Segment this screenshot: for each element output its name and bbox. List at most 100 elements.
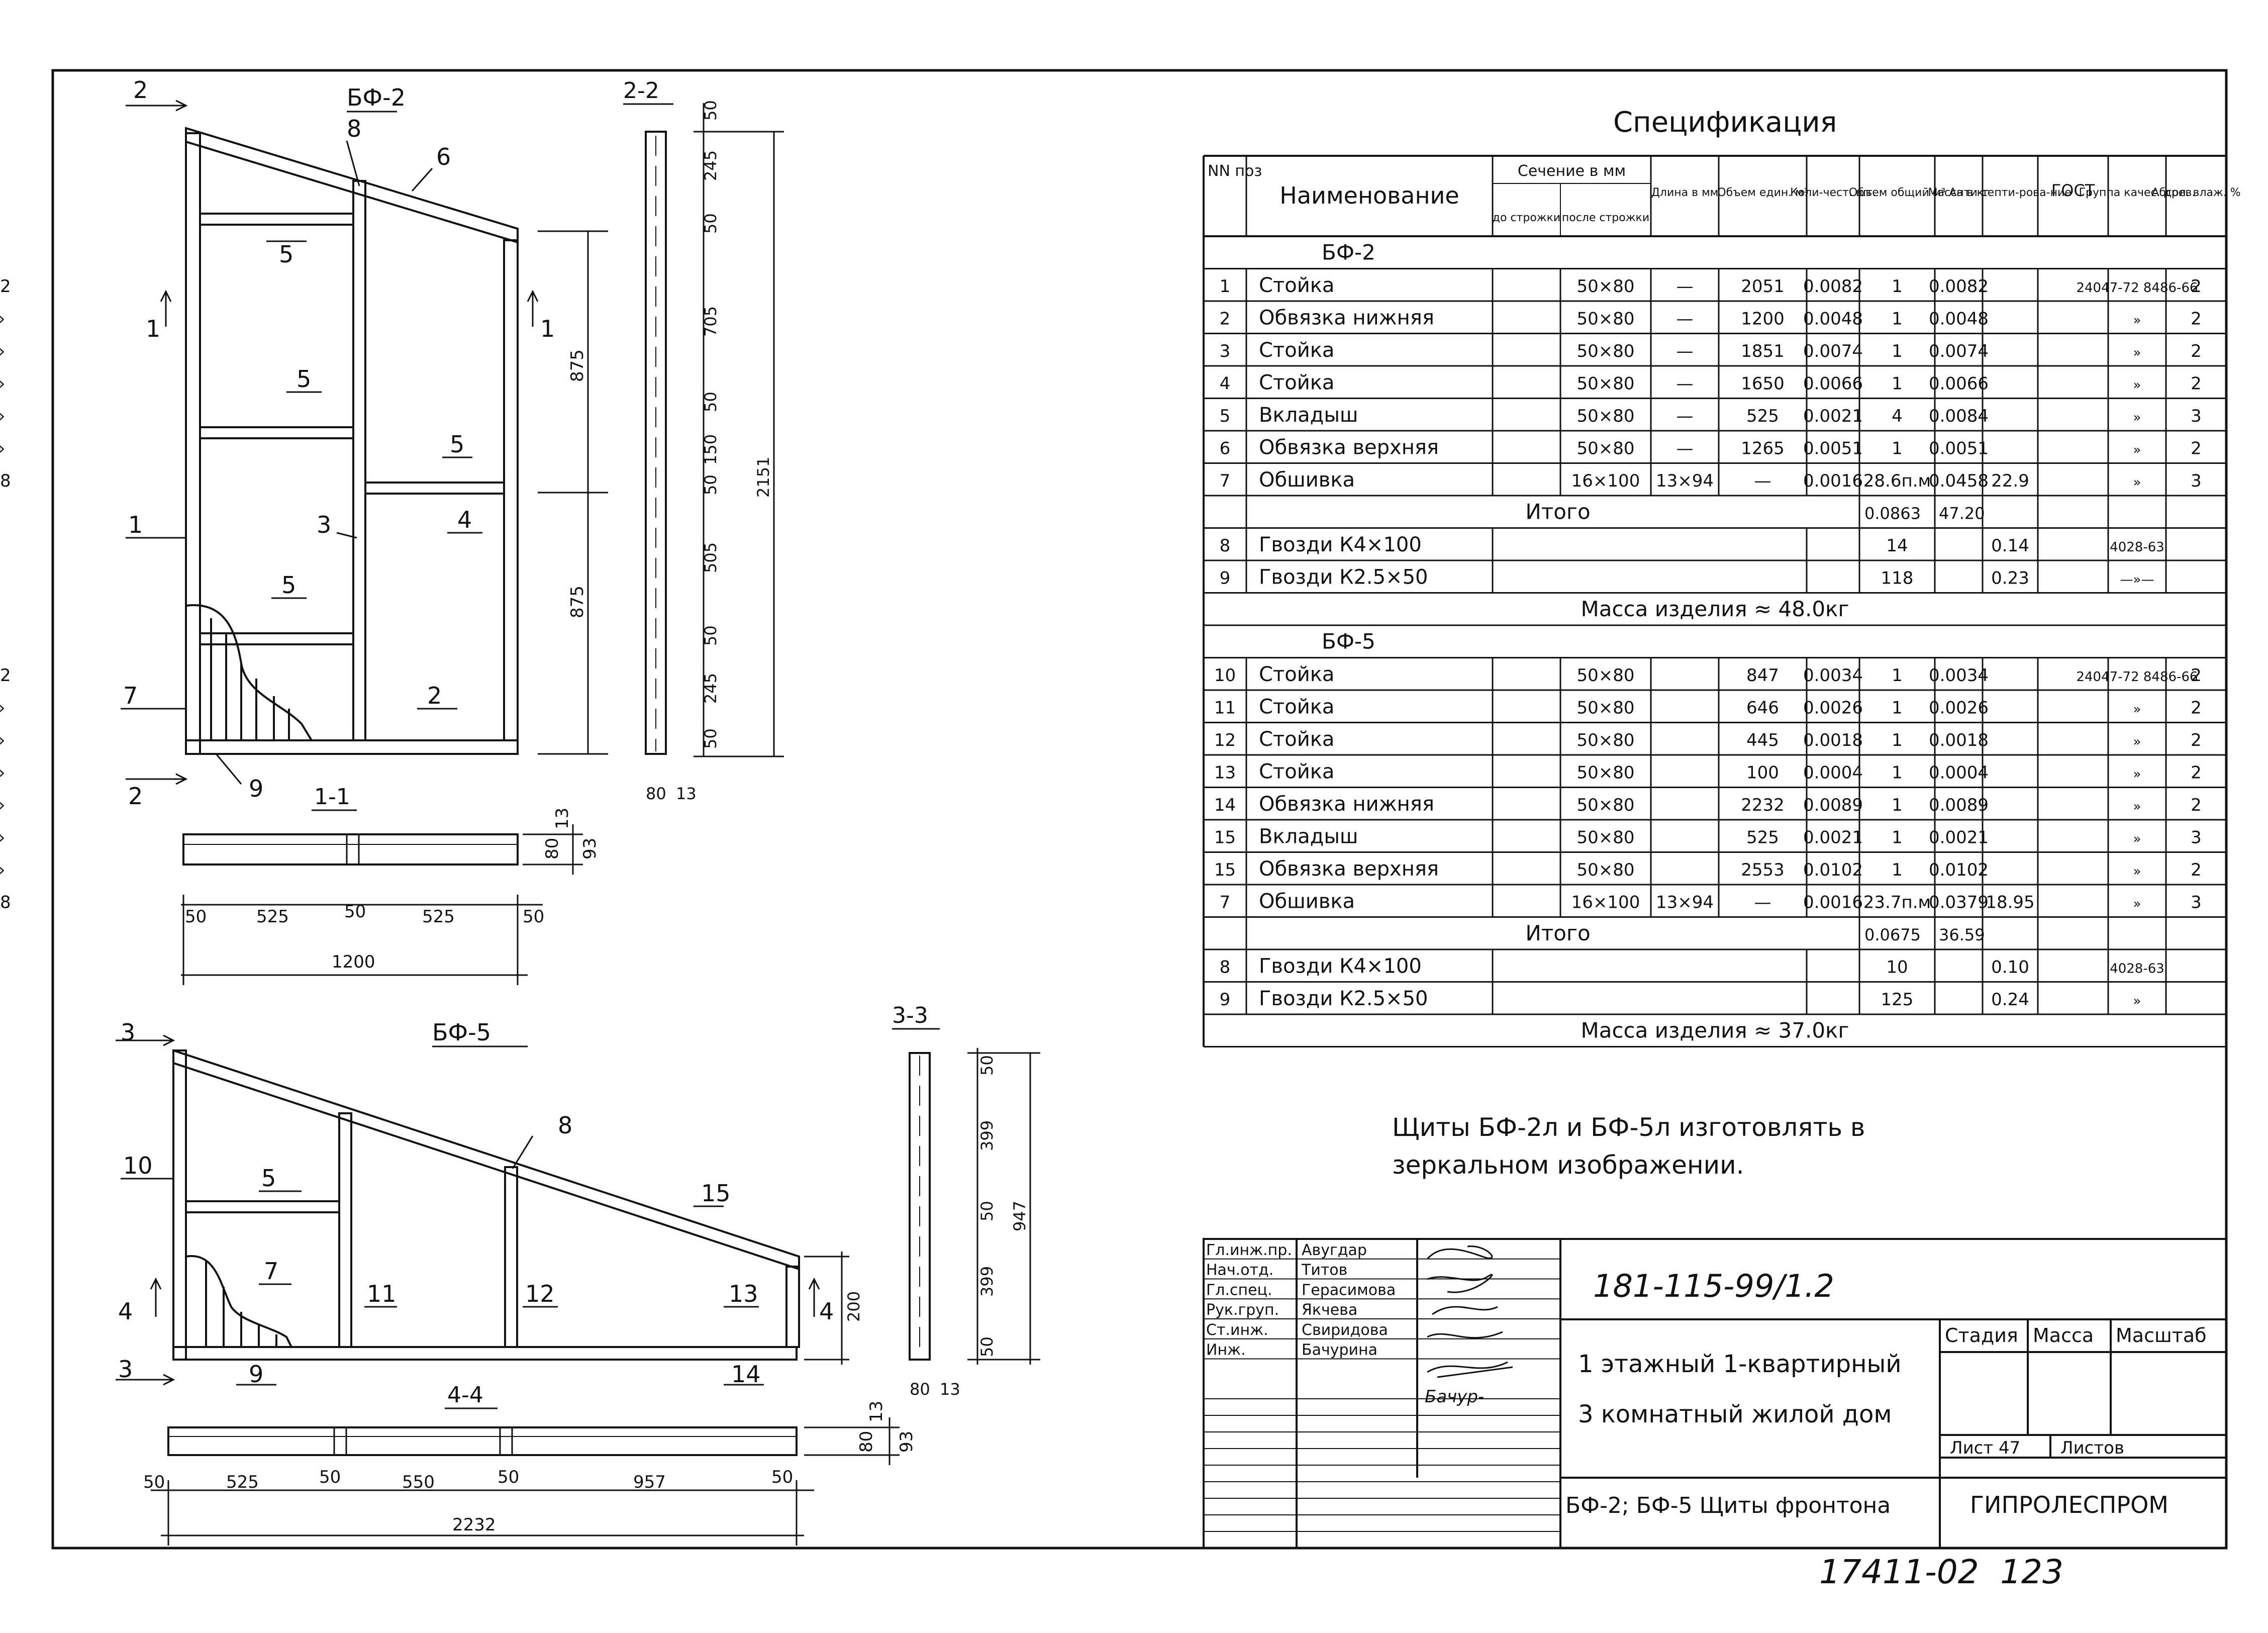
spec-cell-mass: 0.10 bbox=[1991, 957, 2029, 977]
bf2-section-mark-bottom: 2 bbox=[128, 783, 143, 810]
spec-cell-moisture: » bbox=[0, 373, 5, 394]
spec-cell-pos: 3 bbox=[1220, 341, 1231, 361]
spec-header-group: Группа качес. древ. bbox=[2079, 186, 2196, 199]
spec-cell-group: 2 bbox=[2191, 438, 2202, 458]
bf2-leaders bbox=[121, 100, 539, 785]
spec-cell-pos: 9 bbox=[1220, 568, 1231, 588]
bf2-section1-mark-right: 1 bbox=[540, 315, 555, 342]
spec-cell-qty: 1 bbox=[1892, 698, 1903, 718]
bf2-side-width-80: 80 bbox=[646, 784, 666, 803]
spec-cell-length: 445 bbox=[1746, 730, 1779, 750]
spec-cell-before: 50×80 bbox=[1576, 698, 1634, 718]
bf5-title: БФ-5 bbox=[432, 1019, 491, 1046]
bf5-side-title: 3-3 bbox=[892, 1003, 928, 1028]
tb-project-line-1: 1 этажный 1-квартирный bbox=[1578, 1350, 1902, 1378]
spec-cell-name: Обвязка нижняя bbox=[1259, 793, 1434, 816]
spec-cell-moisture: » bbox=[0, 762, 5, 783]
spec-cell-name: Вкладыш bbox=[1259, 825, 1358, 848]
spec-cell-moisture: » bbox=[0, 698, 5, 718]
spec-cell-qty: 1 bbox=[1892, 795, 1903, 815]
spec-cell-pos: 15 bbox=[1214, 860, 1236, 880]
spec-cell-qty: 1 bbox=[1892, 341, 1903, 361]
footer-num: 123 bbox=[2000, 1553, 2063, 1591]
spec-cell-qty: 1 bbox=[1892, 438, 1903, 458]
spec-total-vol: 0.0863 bbox=[1864, 504, 1921, 523]
spec-cell-vol-total: 0.0084 bbox=[1929, 406, 1989, 426]
spec-cell-before: 16×100 bbox=[1571, 892, 1640, 912]
spec-cell-name: Гвозди К2.5×50 bbox=[1259, 565, 1428, 589]
spec-cell-moisture: » bbox=[0, 309, 5, 329]
spec-cell-pos: 10 bbox=[1214, 665, 1236, 686]
spec-cell-gost: » bbox=[2133, 994, 2141, 1009]
spec-group-label: БФ-5 bbox=[1322, 629, 1375, 653]
spec-header-vol-unit: Объем един. м³ bbox=[1717, 186, 1808, 199]
spec-cell-group: 2 bbox=[2191, 309, 2202, 329]
spec-cell-group: 3 bbox=[2191, 892, 2202, 912]
spec-cell-after: 13×94 bbox=[1656, 892, 1714, 912]
spec-cell-qty: 1 bbox=[1892, 827, 1903, 847]
spec-total-vol: 0.0675 bbox=[1864, 925, 1921, 944]
spec-cell-vol-total: 0.0458 bbox=[1929, 471, 1989, 491]
spec-header-before: до строжки bbox=[1493, 212, 1560, 224]
spec-cell-qty: 1 bbox=[1892, 860, 1903, 880]
spec-cell-vol-unit: 0.0066 bbox=[1803, 373, 1863, 394]
spec-cell-mass: 22.9 bbox=[1991, 471, 2029, 491]
bf2-pos-5a: 5 bbox=[279, 241, 293, 268]
spec-cell-pos: 13 bbox=[1214, 762, 1236, 783]
tb-person: Авугдар bbox=[1302, 1241, 1367, 1259]
spec-cell-gost: » bbox=[2133, 766, 2141, 782]
spec-cell-gost: » bbox=[2133, 864, 2141, 879]
bf5-plan-h-93: 93 bbox=[897, 1431, 917, 1453]
spec-cell-name: Обвязка верхняя bbox=[1259, 857, 1439, 881]
bf5-plan-dim-0: 50 bbox=[143, 1472, 165, 1492]
spec-cell-vol-unit: 0.0102 bbox=[1803, 860, 1863, 880]
tb-person: Свиридова bbox=[1302, 1321, 1388, 1339]
spec-cell-length: 1650 bbox=[1741, 373, 1785, 394]
spec-cell-before: 50×80 bbox=[1576, 406, 1634, 426]
spec-cell-gost: » bbox=[2133, 442, 2141, 457]
bf5-elevation bbox=[172, 1049, 800, 1361]
spec-cell-pos: 7 bbox=[1220, 471, 1231, 491]
bf5-plan-h-13: 13 bbox=[866, 1401, 886, 1422]
bf2-height-dims bbox=[538, 230, 608, 755]
bf5-plan-dim-1: 525 bbox=[226, 1472, 259, 1492]
spec-cell-pos: 4 bbox=[1220, 373, 1231, 394]
spec-cell-vol-total: 0.0066 bbox=[1929, 373, 1989, 394]
spec-cell-pos: 8 bbox=[1220, 957, 1231, 977]
bf2-labels: БФ-2 2 2 1 1 8 6 5 5 5 5 3 4 1 7 2 9 bbox=[123, 76, 555, 810]
spec-total-label: Итого bbox=[1525, 499, 1590, 524]
spec-cell-vol-unit: 0.0034 bbox=[1803, 665, 1863, 686]
spec-cell-gost: 24047-72 8486-66 bbox=[2076, 669, 2198, 685]
spec-cell-gost: » bbox=[2133, 799, 2141, 814]
spec-cell-gost: » bbox=[2133, 702, 2141, 717]
spec-cell-before: 50×80 bbox=[1576, 827, 1634, 847]
bf2-side-title: 2-2 bbox=[623, 78, 659, 104]
bf2-side-width-13: 13 bbox=[676, 784, 697, 803]
spec-cell-moisture: » bbox=[0, 730, 5, 750]
spec-cell-length: 1265 bbox=[1741, 438, 1785, 458]
bf2-dim-875a: 875 bbox=[567, 349, 587, 382]
bf2-dim-875b: 875 bbox=[567, 586, 587, 618]
spec-cell-before: 16×100 bbox=[1571, 471, 1640, 491]
tb-role: Гл.спец. bbox=[1206, 1281, 1272, 1299]
spec-cell-vol-unit: 0.0074 bbox=[1803, 341, 1863, 361]
bf2-plan-dim-total: 1200 bbox=[332, 952, 375, 972]
bf2-pos-6: 6 bbox=[436, 143, 451, 170]
spec-cell-group: 2 bbox=[2191, 795, 2202, 815]
spec-cell-vol-unit: 0.0082 bbox=[1803, 276, 1863, 297]
spec-header-antiseptic: Анти-септи-рова-ние bbox=[1949, 186, 2072, 199]
spec-cell-vol-total: 0.0089 bbox=[1929, 795, 1989, 815]
bf2-height-dim-text: 875 875 bbox=[567, 349, 587, 618]
spec-cell-qty: 1 bbox=[1892, 665, 1903, 686]
spec-cell-vol-total: 0.0021 bbox=[1929, 827, 1989, 847]
spec-cell-after: — bbox=[1677, 341, 1694, 361]
spec-cell-group: 2 bbox=[2191, 665, 2202, 686]
spec-cell-pos: 11 bbox=[1214, 698, 1236, 718]
bf2-title: БФ-2 bbox=[347, 84, 406, 111]
spec-cell-pos: 1 bbox=[1220, 276, 1231, 297]
spec-cell-vol-total: 0.0379 bbox=[1929, 892, 1989, 912]
spec-cell-length: 1200 bbox=[1741, 309, 1785, 329]
spec-cell-vol-unit: 0.0016 bbox=[1803, 471, 1863, 491]
bf2-plan-dim-3: 525 bbox=[422, 907, 455, 927]
signatures bbox=[1426, 1245, 1513, 1378]
